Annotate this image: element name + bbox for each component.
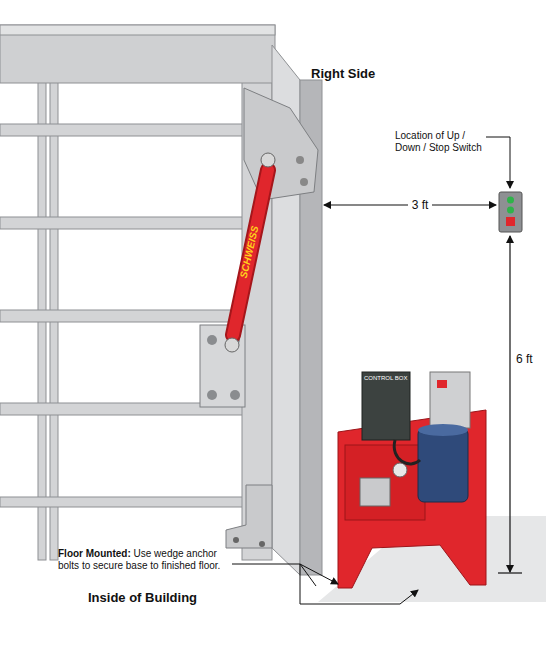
hydraulic-cylinder-edge: [233, 170, 268, 335]
switch-pointer: [486, 137, 510, 188]
panel-label: CONTROL BOX: [364, 375, 407, 382]
dimension-line-6ft: [509, 236, 510, 572]
dimension-label: 3 ft: [408, 198, 433, 212]
hydraulic-cylinder: [233, 170, 268, 335]
header-beam: [0, 25, 275, 83]
dimension-label: 6 ft: [516, 352, 533, 366]
door-grid: [0, 80, 272, 560]
floor-note: Floor Mounted: Use wedge anchor bolts to…: [58, 548, 230, 572]
leader-line: [300, 564, 418, 604]
bottom-bracket: [226, 485, 272, 548]
leader-line: [300, 564, 338, 584]
top-bracket: [244, 88, 318, 200]
up-down-stop-switch: [499, 192, 522, 232]
power-unit: [338, 372, 486, 588]
floor-tick: [498, 572, 522, 573]
header-beam-top: [0, 25, 275, 35]
note-heading: Floor Mounted:: [58, 548, 131, 559]
region-label: Inside of Building: [88, 590, 197, 606]
leader-line: [232, 564, 316, 586]
switch-callout: Location of Up / Down / Stop Switch: [395, 130, 483, 154]
side-label: Right Side: [311, 66, 375, 82]
